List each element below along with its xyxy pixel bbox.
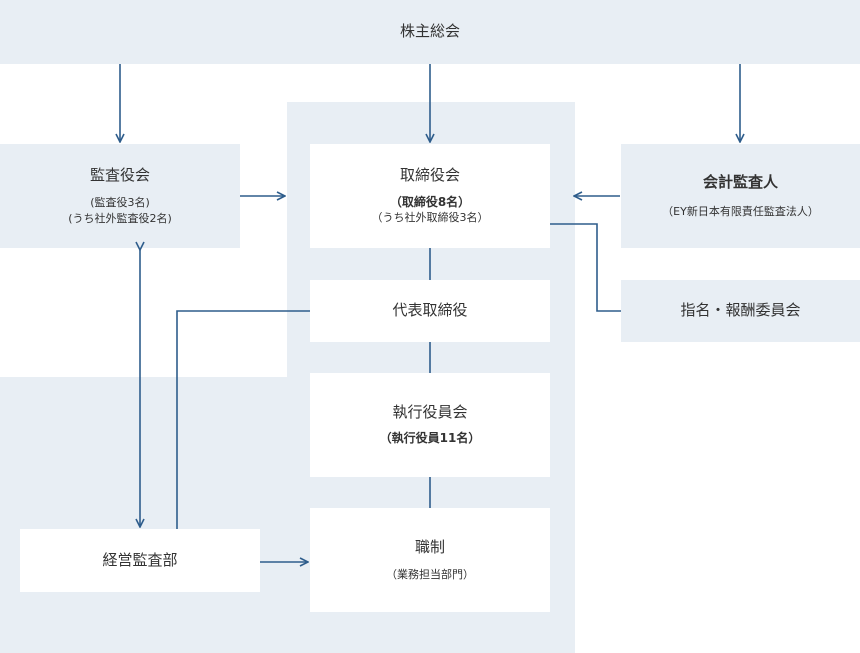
top-banner: 株主総会 — [0, 0, 860, 64]
audit-board-outside-members: (うち社外監査役2名) — [68, 211, 172, 225]
board-title: 取締役会 — [399, 166, 460, 185]
internal-audit-box: 経営監査部 — [20, 529, 260, 592]
accounting-auditor-box: 会計監査人 （EY新日本有限責任監査法人） — [621, 144, 860, 248]
board-outside-members: （うち社外取締役3名） — [371, 211, 489, 225]
accounting-auditor-title: 会計監査人 — [702, 172, 778, 191]
audit-board-title: 監査役会 — [89, 165, 150, 184]
executive-officers-members: （執行役員11名） — [379, 431, 481, 446]
business-departments-box: 職制 （業務担当部門） — [310, 508, 550, 612]
board-members: （取締役8名） — [389, 194, 471, 209]
business-departments-title: 職制 — [414, 537, 445, 556]
audit-board-box: 監査役会 (監査役3名) (うち社外監査役2名) — [0, 144, 240, 248]
representative-director-title: 代表取締役 — [392, 301, 468, 320]
shareholders-meeting-label: 株主総会 — [399, 22, 460, 41]
audit-board-members: (監査役3名) — [90, 196, 150, 210]
board-of-directors-box: 取締役会 （取締役8名） （うち社外取締役3名） — [310, 144, 550, 248]
line-rep-to-internal-audit — [176, 310, 310, 529]
executive-officers-box: 執行役員会 （執行役員11名） — [310, 373, 550, 477]
accounting-auditor-firm: （EY新日本有限責任監査法人） — [662, 205, 819, 219]
nomination-compensation-committee-box: 指名・報酬委員会 — [621, 280, 860, 342]
representative-director-box: 代表取締役 — [310, 280, 550, 342]
nomination-committee-title: 指名・報酬委員会 — [680, 301, 801, 320]
executive-officers-title: 執行役員会 — [392, 402, 468, 421]
line-board-to-committee — [550, 223, 621, 312]
business-departments-sub: （業務担当部門） — [386, 568, 474, 582]
internal-audit-title: 経営監査部 — [102, 550, 178, 569]
